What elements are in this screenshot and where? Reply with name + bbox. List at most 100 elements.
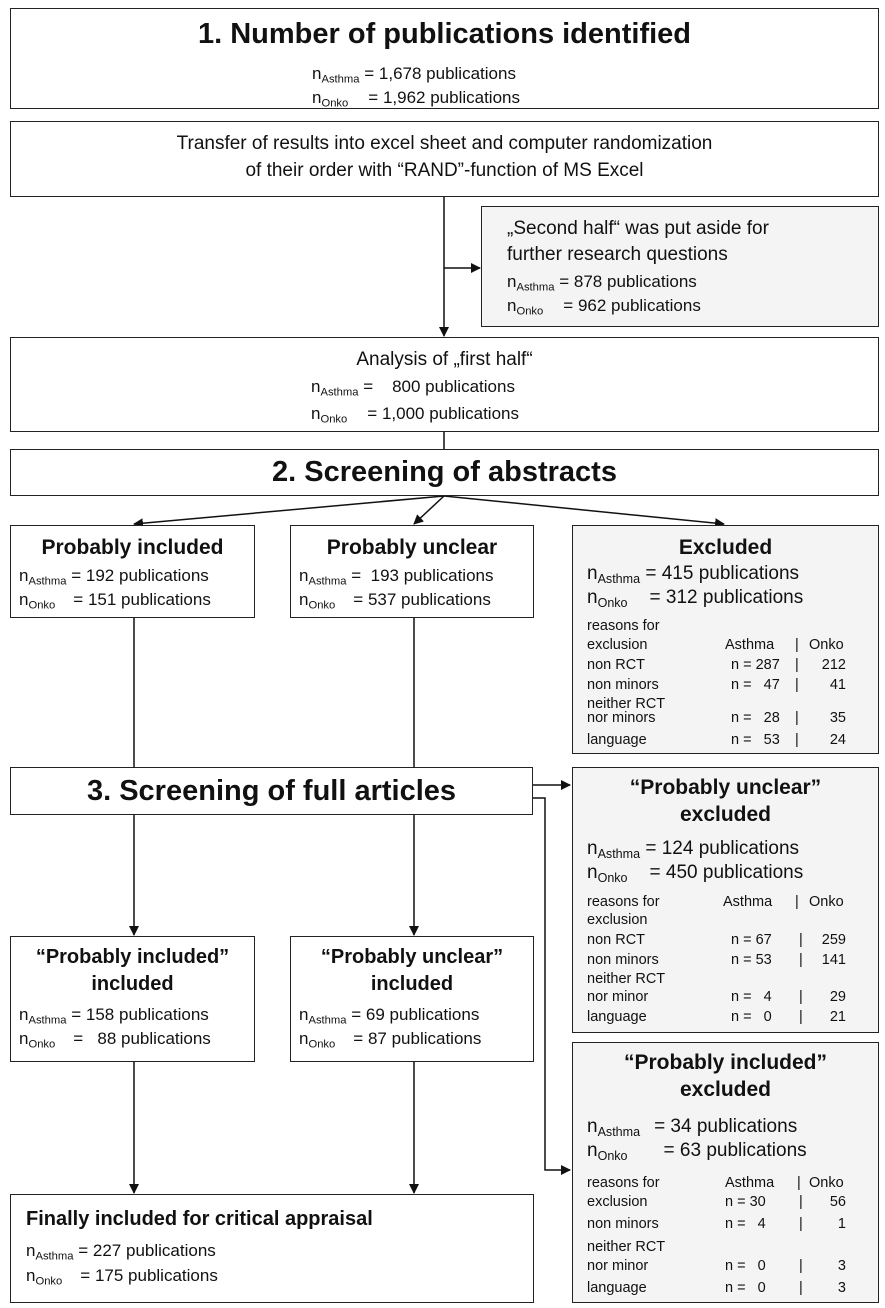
box-probably-included: Probably included nAsthma = 192 publicat… — [10, 525, 255, 618]
reason-onko: 3 — [837, 1258, 846, 1274]
reason-separator: | — [799, 1009, 803, 1025]
reason-separator: | — [795, 657, 799, 673]
box-title: 3. Screening of full articles — [86, 775, 457, 807]
reason-label-2: nor minor — [587, 1258, 649, 1274]
reasons-header: reasons for — [587, 1175, 660, 1191]
reason-asthma: n = 53 — [731, 952, 772, 968]
box-unclear-excluded: “Probably unclear” excluded nAsthma = 12… — [572, 767, 879, 1033]
reason-onko: 212 — [821, 657, 846, 673]
count-asthma: nAsthma = 69 publications — [299, 1005, 480, 1027]
reason-separator: | — [799, 952, 803, 968]
reason-onko: 41 — [829, 677, 846, 693]
count-onko: nOnko= 450 publications — [587, 862, 804, 885]
reason-asthma: n = 47 — [731, 677, 780, 693]
box-title: Finally included for critical appraisal — [26, 1208, 373, 1230]
reasons-header: exclusion — [587, 912, 648, 928]
box-probably-unclear: Probably unclear nAsthma = 193 publicati… — [290, 525, 534, 618]
column-onko: Onko — [809, 1175, 844, 1191]
box-title-1: “Probably included” — [35, 946, 230, 968]
reason-asthma: n = 0 — [725, 1280, 766, 1296]
reason-asthma: n = 4 — [731, 989, 772, 1005]
reason-label-2: nor minors — [587, 710, 656, 726]
column-asthma: Asthma — [723, 894, 773, 910]
box-title: Probably unclear — [326, 536, 498, 559]
reason-onko: 259 — [821, 932, 846, 948]
column-asthma: Asthma — [725, 637, 775, 653]
count-asthma: nAsthma = 192 publications — [19, 566, 209, 588]
count-onko: nOnko= 962 publications — [507, 296, 701, 318]
box-excluded: Excluded nAsthma = 415 publications nOnk… — [572, 525, 879, 754]
count-asthma: nAsthma = 1,678 publications — [312, 64, 516, 86]
box-finally-included: Finally included for critical appraisal … — [10, 1194, 534, 1303]
count-asthma: nAsthma = 193 publications — [299, 566, 494, 588]
reason-label: language — [587, 1009, 647, 1025]
count-onko: nOnko= 175 publications — [26, 1266, 218, 1288]
box-title-2: excluded — [679, 803, 772, 826]
count-asthma: nAsthma = 124 publications — [587, 838, 800, 861]
second-half-line-2: further research questions — [507, 244, 728, 265]
count-onko: nOnko= 312 publications — [587, 587, 804, 610]
reason-asthma: n = 0 — [731, 1009, 772, 1025]
first-half-title: Analysis of „first half“ — [356, 349, 533, 370]
reason-label: non minors — [587, 1216, 659, 1232]
reason-separator: | — [799, 1258, 803, 1274]
count-asthma: nAsthma = 800 publications — [311, 377, 515, 399]
box-title-1: “Probably included” — [623, 1051, 828, 1074]
reason-label: non RCT — [587, 932, 646, 948]
box-transfer-randomization: Transfer of results into excel sheet and… — [10, 121, 879, 197]
reason-onko: 141 — [821, 952, 846, 968]
column-asthma: Asthma — [725, 1175, 775, 1191]
reason-label: exclusion — [587, 1194, 648, 1210]
box-title-2: excluded — [679, 1078, 772, 1101]
transfer-line-1: Transfer of results into excel sheet and… — [176, 133, 713, 154]
transfer-line-2: of their order with “RAND”-function of M… — [245, 160, 644, 181]
reason-label: neither RCT — [587, 971, 666, 987]
reason-separator: | — [795, 732, 799, 748]
count-onko: nOnko= 1,000 publications — [311, 404, 519, 426]
box-included-included: “Probably included” included nAsthma = 1… — [10, 936, 255, 1062]
box-title: 2. Screening of abstracts — [272, 456, 617, 488]
count-onko: nOnko= 1,962 publications — [312, 88, 520, 110]
reason-label: neither RCT — [587, 1239, 666, 1255]
box-title-1: “Probably unclear” — [320, 946, 504, 968]
reason-label: non RCT — [587, 657, 646, 673]
box-screening-full-articles: 3. Screening of full articles — [10, 767, 533, 815]
column-separator: | — [795, 894, 799, 910]
reason-separator: | — [799, 932, 803, 948]
reason-separator: | — [795, 710, 799, 726]
count-asthma: nAsthma = 878 publications — [507, 272, 697, 294]
count-asthma: nAsthma = 415 publications — [587, 563, 800, 586]
reason-asthma: n = 53 — [731, 732, 780, 748]
reason-separator: | — [795, 677, 799, 693]
column-separator: | — [795, 637, 799, 653]
connector-to-prob-included — [133, 495, 445, 529]
reason-label: language — [587, 732, 647, 748]
column-separator: | — [797, 1175, 801, 1191]
box-title-2: included — [370, 973, 454, 995]
connector-to-prob-unclear — [413, 495, 445, 525]
reason-asthma: n = 287 — [731, 657, 780, 673]
second-half-line-1: „Second half“ was put aside for — [507, 218, 769, 239]
reason-separator: | — [799, 1216, 803, 1232]
reason-asthma: n = 30 — [725, 1194, 766, 1210]
reason-separator: | — [799, 989, 803, 1005]
count-onko: nOnko= 87 publications — [299, 1029, 482, 1051]
reason-label: neither RCT — [587, 696, 666, 712]
box-title: Excluded — [678, 536, 773, 559]
box-unclear-included: “Probably unclear” included nAsthma = 69… — [290, 936, 534, 1062]
reason-onko: 29 — [829, 989, 846, 1005]
reason-onko: 24 — [829, 732, 846, 748]
count-asthma: nAsthma = 158 publications — [19, 1005, 209, 1027]
count-onko: nOnko= 537 publications — [299, 590, 491, 612]
connector-to-excluded — [443, 495, 725, 529]
box-second-half: „Second half“ was put aside for further … — [481, 206, 879, 327]
reason-onko: 35 — [829, 710, 846, 726]
box-first-half: Analysis of „first half“ nAsthma = 800 p… — [10, 337, 879, 432]
reason-separator: | — [799, 1280, 803, 1296]
box-included-excluded: “Probably included” excluded nAsthma= 34… — [572, 1042, 879, 1303]
box-screening-abstracts: 2. Screening of abstracts — [10, 449, 879, 496]
reasons-header: exclusion — [587, 637, 648, 653]
reasons-header: reasons for — [587, 618, 660, 634]
box-title-2: included — [91, 973, 174, 995]
